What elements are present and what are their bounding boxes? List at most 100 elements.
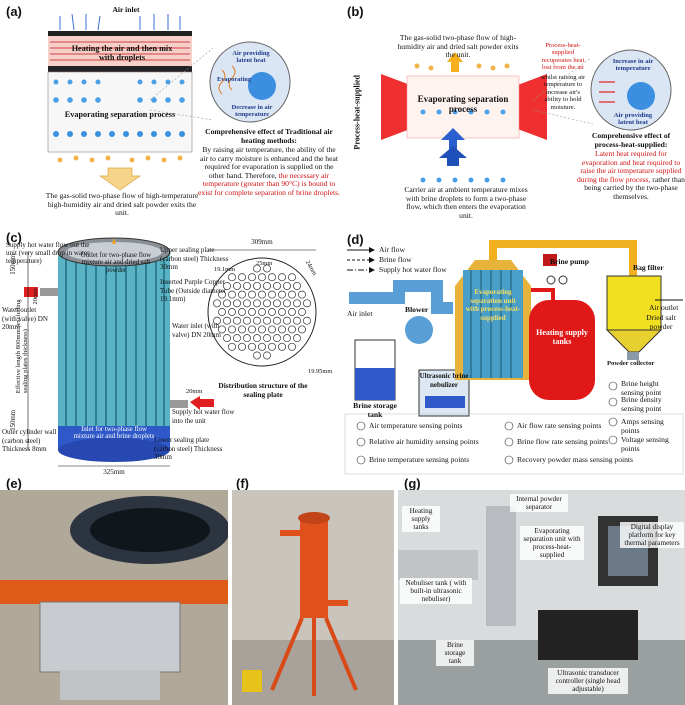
photo-test-rig: Heating supply tanks Internal powder sep…	[398, 490, 685, 705]
tube-hole	[258, 273, 266, 282]
powder-collector-label: Powder collector	[607, 360, 655, 367]
distribution-label: Distribution structure of the sealing pl…	[218, 381, 308, 399]
panel-b: (b) The gas-solid two-phase flow of high…	[343, 0, 685, 228]
effect-body-a-text: By raising air temperature, the ability …	[200, 145, 338, 180]
tube-hole	[283, 299, 291, 308]
tube-hole	[278, 325, 286, 334]
tube-hole	[263, 334, 271, 343]
tube-hole	[248, 342, 256, 351]
tube-hole	[278, 342, 286, 351]
photo-nebulizer	[0, 490, 228, 705]
effect-body-b: Latent heat required for evaporation and…	[577, 149, 685, 202]
g-evap-unit: Evaporating separation unit with process…	[520, 526, 584, 560]
bubble-top-b: Increase in air temperature	[612, 58, 654, 73]
tube-hole	[213, 299, 221, 308]
panel-a-drawing	[47, 13, 291, 191]
water-outlet-label: Water outlet (with valve) DN 20mm	[2, 306, 48, 332]
brine-pump-label: Brine pump	[549, 257, 589, 266]
effect-title-b: Comprehensive effect of process-heat-sup…	[591, 131, 671, 149]
tube-hole	[293, 299, 301, 308]
panel-c-label: (c)	[6, 230, 22, 245]
tube-hole	[243, 334, 251, 343]
tube-hole	[293, 281, 301, 290]
tube-hole	[223, 299, 231, 308]
panel-g-label: (g)	[404, 476, 421, 491]
evap-unit-label: Evaporating separation unit with process…	[465, 288, 521, 322]
bubble-bottom-label: Decrease in air temperature	[231, 104, 273, 118]
dim-309: 309mm	[251, 238, 273, 246]
tube-hole	[223, 316, 231, 325]
tube-hole	[253, 281, 261, 290]
tube-hole	[253, 264, 261, 273]
sens-air-flow: Air flow rate sensing points	[517, 421, 602, 430]
tube-hole	[298, 290, 306, 299]
tube-hole	[283, 316, 291, 325]
tube-hole	[253, 334, 261, 343]
supply-in-label: Supply hot water flow into the unit	[172, 408, 235, 425]
tube-hole	[243, 299, 251, 308]
tube-hole	[218, 290, 226, 299]
tube-hole	[218, 308, 226, 316]
tube-hole	[273, 334, 281, 343]
copper-tube-label: Inserted Purple Copper Tube (Outside dia…	[160, 278, 227, 304]
panel-f-label: (f)	[236, 476, 249, 491]
g-brine-tank: Brine storage tank	[436, 640, 474, 666]
tube-hole	[238, 290, 246, 299]
tube-hole	[253, 299, 261, 308]
tube-hole	[248, 308, 256, 316]
air-inlet-label: Air inlet	[112, 5, 140, 14]
panel-c-drawing	[24, 237, 317, 467]
sens-mass: Recovery powder mass sensing points	[517, 455, 633, 464]
tube-hole	[288, 308, 296, 316]
tube-hole	[273, 281, 281, 290]
bubble-mid-label: Evaporating	[216, 76, 252, 83]
tube-hole	[238, 325, 246, 334]
nebulizer-label: Ultrasonic brine nebulizer	[419, 372, 469, 389]
tube-hole	[303, 299, 311, 308]
dim-1995: 19.95mm	[308, 368, 333, 375]
tube-hole	[303, 316, 311, 325]
tube-hole	[288, 325, 296, 334]
panel-b-drawing	[381, 49, 672, 183]
tube-hole	[223, 281, 231, 290]
dim-20-b: 20mm	[186, 388, 203, 395]
bubble-bottom-b: Air providing latent heat	[613, 112, 653, 127]
tube-hole	[268, 325, 276, 334]
tube-hole	[263, 264, 271, 273]
tube-hole	[248, 290, 256, 299]
bag-filter-label: Bag filter	[633, 263, 664, 272]
tube-hole	[263, 351, 271, 360]
tube-hole	[228, 308, 236, 316]
g-display: Digital display platform for key thermal…	[620, 522, 684, 548]
tube-hole	[233, 299, 241, 308]
heating-tanks-label: Heating supply tanks	[536, 328, 588, 346]
tube-hole	[238, 342, 246, 351]
effect-body-a-red: the necessary air temperature (greater t…	[198, 170, 340, 197]
sens-height: Brine height sensing point	[621, 379, 662, 397]
tube-hole	[273, 316, 281, 325]
outer-wall-label: Outer cylinder wall (carbon steel) Thick…	[2, 428, 57, 454]
tube-hole	[243, 316, 251, 325]
g-heating-tanks: Heating supply tanks	[402, 506, 440, 532]
tube-hole	[298, 308, 306, 316]
tube-hole	[228, 342, 236, 351]
tube-hole	[258, 308, 266, 316]
tube-hole	[283, 334, 291, 343]
effect-title-a: Comprehensive effect of Traditional air …	[205, 127, 333, 145]
tube-hole	[248, 273, 256, 282]
tube-hole	[243, 281, 251, 290]
red-side-b: Process-heat-supplied recuperates heat l…	[541, 42, 585, 72]
tube-hole	[263, 281, 271, 290]
tube-hole	[258, 290, 266, 299]
tube-hole	[258, 325, 266, 334]
effect-body-b-red: Latent heat required for evaporation and…	[577, 149, 682, 184]
dried-salt-label: Dried salt powder	[646, 313, 676, 331]
dim-20-a: 20mm	[31, 288, 39, 305]
dim-19: 19.1mm	[214, 266, 236, 273]
sens-brine-temp: Brine temperature sensing points	[369, 455, 470, 464]
tube-hole	[238, 273, 246, 282]
storage-tank-label: Brine storage tank	[353, 401, 397, 419]
tube-hole	[233, 334, 241, 343]
evap-label-b: Evaporating separation process	[417, 94, 509, 114]
tube-hole	[278, 273, 286, 282]
